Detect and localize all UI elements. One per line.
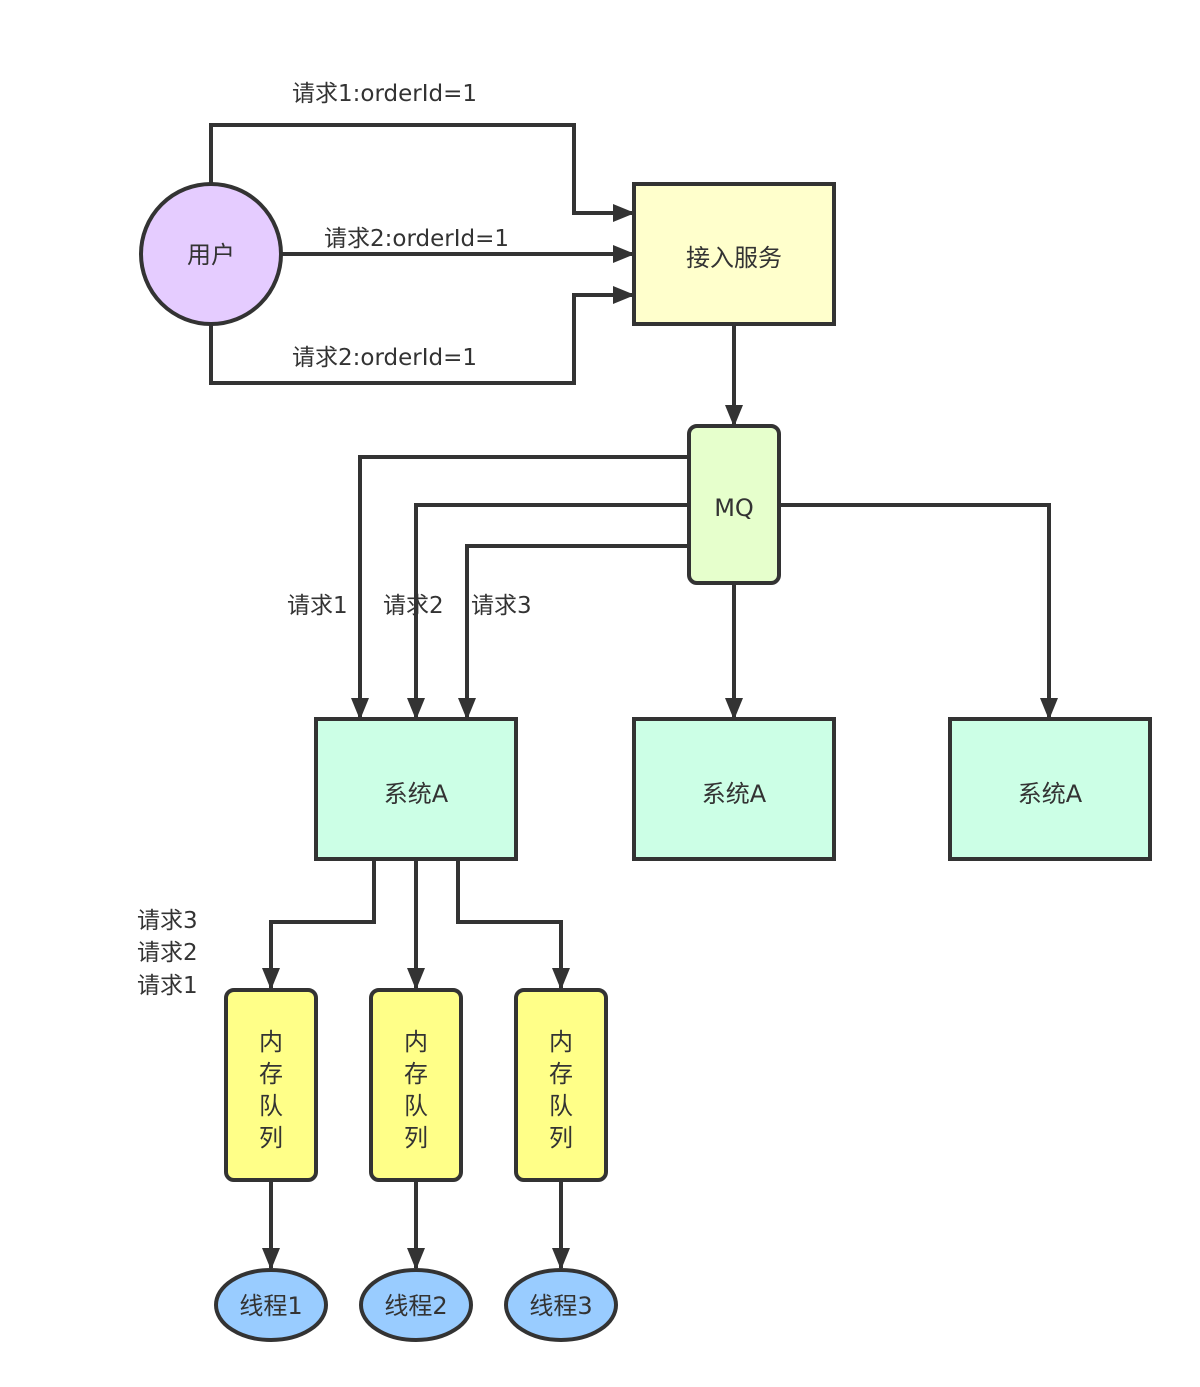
edge-sysa-queue3 [456,855,570,990]
memory-queue-3-char-1: 内 [549,1028,573,1056]
memory-queue-2-char-3: 队 [404,1092,428,1120]
thread-2-label: 线程2 [384,1292,447,1320]
memory-queue-2-char-1: 内 [404,1028,428,1056]
memory-queue-2-char-2: 存 [404,1060,428,1088]
thread-2-node: 线程2 [359,1268,473,1342]
edge-mq-sysa-right [778,503,1058,720]
memory-queue-3-node: 内 存 队 列 [514,988,608,1182]
stack-label-request1: 请求1 [137,973,198,999]
system-a-middle-label: 系统A [702,780,767,808]
memory-queue-3-char-3: 队 [549,1092,573,1120]
thread-1-node: 线程1 [214,1268,328,1342]
mq-node: MQ [687,424,781,585]
memory-queue-3-char-2: 存 [549,1060,573,1088]
system-a-right-node: 系统A [948,717,1152,861]
access-service-label: 接入服务 [686,244,782,272]
system-a-left-node: 系统A [314,717,518,861]
access-service-node: 接入服务 [632,182,836,326]
edge-mq-sysa-req2 [407,503,688,720]
edge-user-access-top [209,123,635,222]
memory-queue-1-char-4: 列 [259,1124,283,1152]
edge-label-request2-mid: 请求2:orderId=1 [324,226,509,252]
thread-1-label: 线程1 [239,1292,302,1320]
memory-queue-3-char-4: 列 [549,1124,573,1152]
thread-3-label: 线程3 [529,1292,592,1320]
system-a-left-label: 系统A [384,780,449,808]
edge-label-mq-request2: 请求2 [383,593,444,619]
thread-3-node: 线程3 [504,1268,618,1342]
memory-queue-2-char-4: 列 [404,1124,428,1152]
memory-queue-1-char-1: 内 [259,1028,283,1056]
system-a-right-label: 系统A [1018,780,1083,808]
edge-label-request1-top: 请求1:orderId=1 [292,81,477,107]
edge-user-access-bottom [209,286,635,385]
memory-queue-1-char-3: 队 [259,1092,283,1120]
system-a-middle-node: 系统A [632,717,836,861]
memory-queue-1-node: 内 存 队 列 [224,988,318,1182]
edge-label-mq-request1: 请求1 [287,593,348,619]
user-node: 用户 [139,182,283,326]
mq-label: MQ [714,494,754,522]
edge-mq-sysa-req1 [351,455,688,720]
stack-label-request3: 请求3 [137,908,198,934]
stack-label-request2: 请求2 [137,940,198,966]
edge-label-mq-request3: 请求3 [471,593,532,619]
memory-queue-2-node: 内 存 队 列 [369,988,463,1182]
edge-label-request2-bottom: 请求2:orderId=1 [292,345,477,371]
user-label: 用户 [187,241,235,269]
edge-sysa-queue1 [262,855,376,990]
edge-mq-sysa-req3 [458,544,688,720]
memory-queue-1-char-2: 存 [259,1060,283,1088]
